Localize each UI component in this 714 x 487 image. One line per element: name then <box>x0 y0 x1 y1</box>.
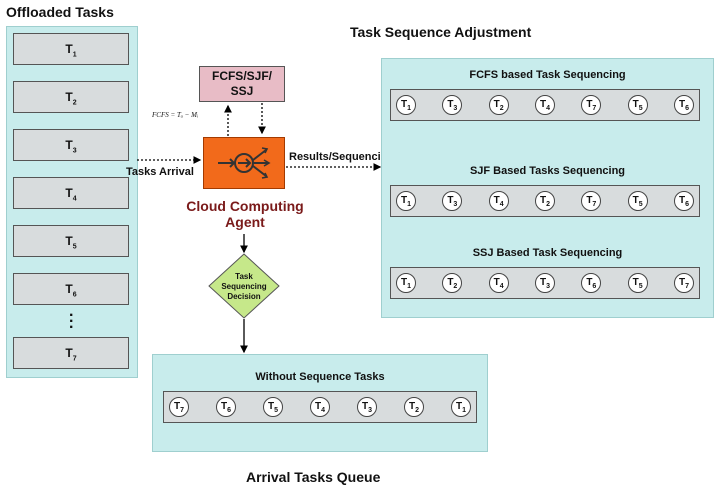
queue-task-t6: T6 <box>216 397 236 417</box>
queue-lane: T7 T6 T5 T4 T3 T2 T1 <box>163 391 477 423</box>
fcfs-task-t7: T7 <box>581 95 602 115</box>
sjf-task-t6: T6 <box>674 191 694 211</box>
offloaded-tasks-title: Offloaded Tasks <box>6 4 114 20</box>
sjf-lane-title: SJF Based Tasks Sequencing <box>469 165 626 177</box>
queue-task-t1: T1 <box>451 397 471 417</box>
ssj-task-t7: T7 <box>674 273 694 293</box>
offloaded-task-t5: T5 <box>13 225 129 257</box>
fcfs-task-t5: T5 <box>627 95 648 115</box>
queue-title: Arrival Tasks Queue <box>246 469 381 485</box>
ssj-task-t6: T6 <box>581 273 602 293</box>
sjf-task-t5: T5 <box>627 191 648 211</box>
sjf-task-t3: T3 <box>442 191 463 211</box>
offloaded-task-t4: T4 <box>13 177 129 209</box>
adjustment-title: Task Sequence Adjustment <box>350 24 532 40</box>
queue-panel: Without Sequence Tasks T7 T6 T5 T4 T3 T2 T1 <box>152 354 488 452</box>
queue-lane-title: Without Sequence Tasks <box>255 371 385 383</box>
ssj-lane-title: SSJ Based Task Sequencing <box>472 247 623 259</box>
results-label: Results/Sequencing <box>289 151 395 163</box>
tasks-arrival-label: Tasks Arrival <box>126 166 194 178</box>
ssj-task-t1: T1 <box>396 273 416 293</box>
queue-task-t4: T4 <box>310 397 330 417</box>
formula-text: FCFS = Tₐ − Mᵢ <box>152 111 199 119</box>
agent-label-line-1: Cloud Computing <box>186 198 304 214</box>
cloud-agent-box <box>203 137 285 189</box>
fcfs-task-t2: T2 <box>488 95 509 115</box>
queue-task-t7: T7 <box>169 397 189 417</box>
decision-diamond <box>208 253 280 319</box>
ssj-task-t2: T2 <box>442 273 463 293</box>
fcfs-task-t6: T6 <box>674 95 694 115</box>
queue-task-t5: T5 <box>263 397 283 417</box>
ssj-lane: T1 T2 T4 T3 T6 T5 T7 <box>390 267 700 299</box>
offloaded-task-t2: T2 <box>13 81 129 113</box>
sjf-task-t7: T7 <box>581 191 602 211</box>
decision-line-2: Sequencing <box>221 282 267 291</box>
ellipsis-dots: ... <box>69 303 74 332</box>
ssj-task-t3: T3 <box>535 273 555 293</box>
offloaded-task-t1: T1 <box>13 33 129 65</box>
policy-box: FCFS/SJF/ SSJ <box>199 66 285 102</box>
fcfs-task-t3: T3 <box>442 95 463 115</box>
queue-task-t3: T3 <box>357 397 377 417</box>
decision-line-1: Task <box>235 272 253 281</box>
agent-icon <box>218 147 271 179</box>
sjf-task-t4: T4 <box>488 191 509 211</box>
fcfs-lane-title: FCFS based Task Sequencing <box>469 69 626 81</box>
offloaded-task-t7: T7 <box>13 337 129 369</box>
fcfs-lane: T1 T3 T2 T4 T7 T5 T6 <box>390 89 700 121</box>
offloaded-task-t3: T3 <box>13 129 129 161</box>
queue-task-t2: T2 <box>404 397 424 417</box>
decision-label: Task Sequencing Decision <box>214 272 274 302</box>
ssj-task-t4: T4 <box>488 273 509 293</box>
sjf-task-t1: T1 <box>396 191 416 211</box>
policy-line-1: FCFS/SJF/ <box>211 69 272 83</box>
fcfs-task-t4: T4 <box>535 95 555 115</box>
agent-label-line-2: Agent <box>225 214 265 230</box>
agent-label: Cloud Computing Agent <box>160 198 330 230</box>
policy-line-2: SSJ <box>230 84 254 98</box>
sjf-lane: T1 T3 T4 T2 T7 T5 T6 <box>390 185 700 217</box>
fcfs-task-t1: T1 <box>396 95 416 115</box>
decision-line-3: Decision <box>227 292 261 301</box>
ssj-task-t5: T5 <box>627 273 648 293</box>
sjf-task-t2: T2 <box>535 191 555 211</box>
offloaded-task-t6: T6 <box>13 273 129 305</box>
